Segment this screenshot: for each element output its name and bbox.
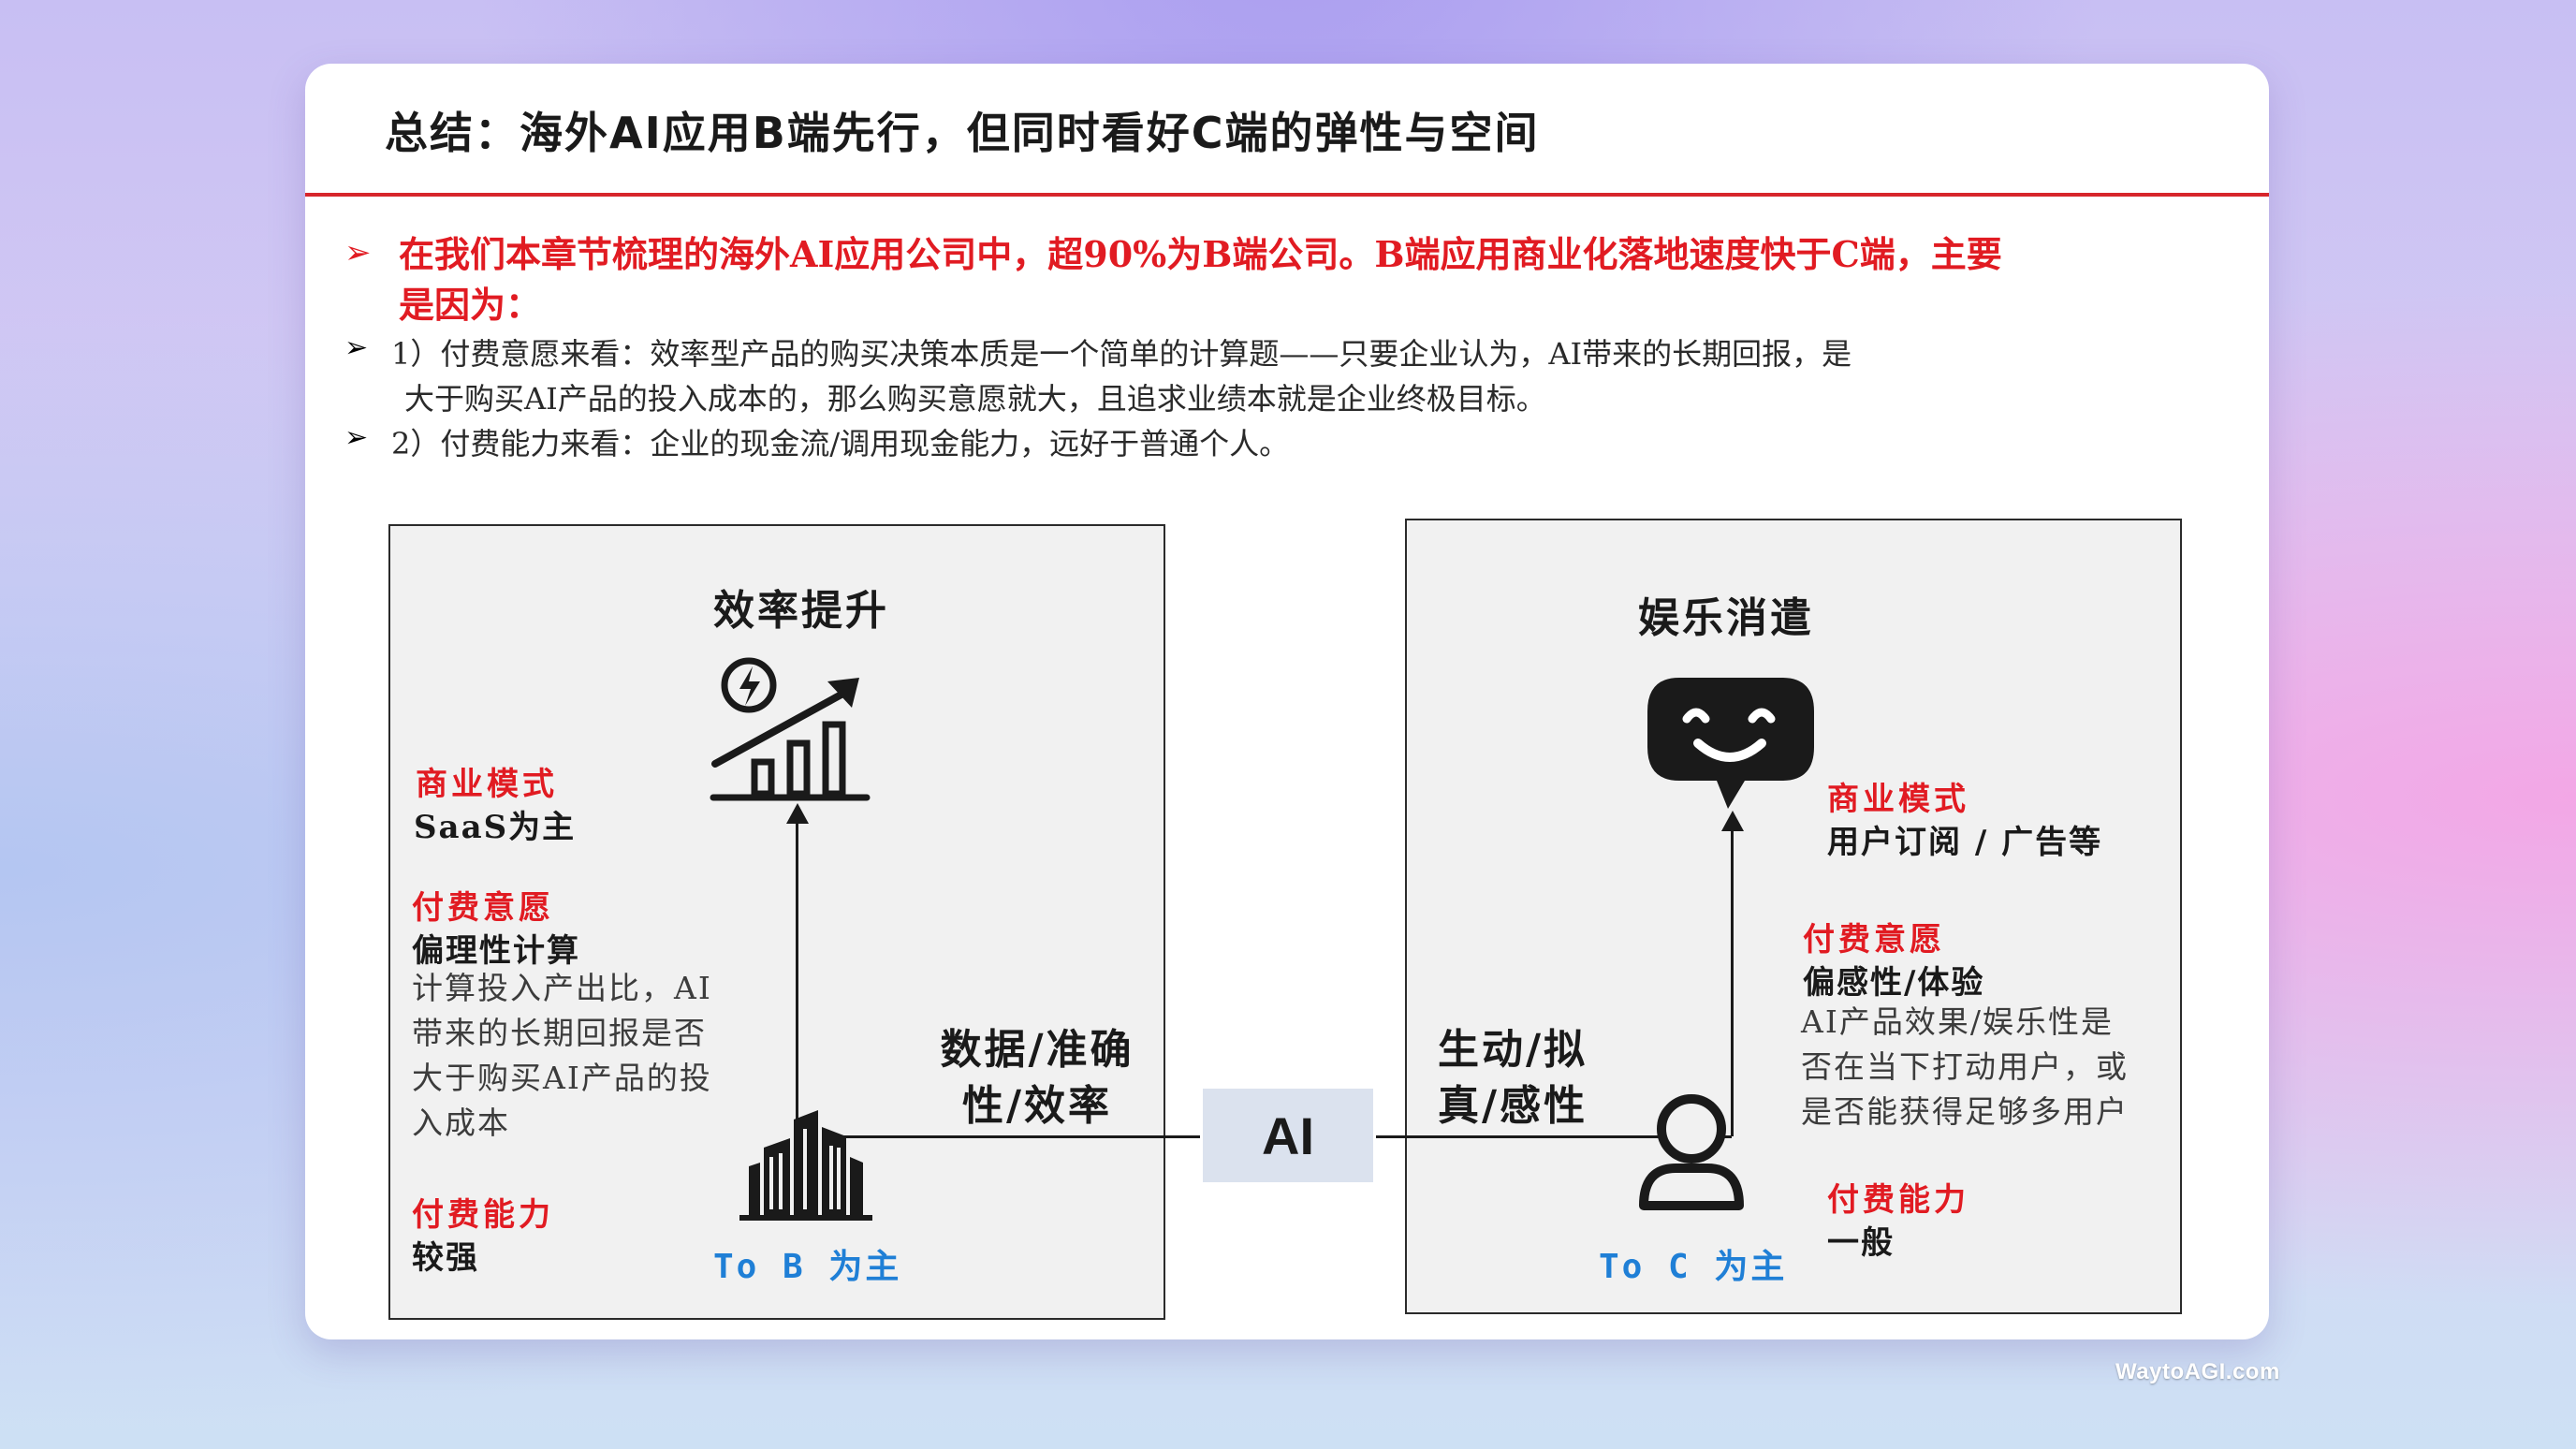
desc-line: 带来的长期回报是否 — [412, 1015, 707, 1051]
left-connector-label: 数据/准确 性/效率 — [915, 1022, 1159, 1134]
to-b-label: To B 为主 — [713, 1248, 902, 1286]
right-ability-label: 付费能力 — [1827, 1181, 1969, 1219]
left-business-model-label: 商业模式 — [416, 766, 558, 803]
watermark: WaytoAGI.com — [2115, 1359, 2280, 1384]
left-connector-line — [826, 1135, 1200, 1138]
to-c-panel — [1405, 519, 2182, 1314]
left-willingness-value: 偏理性计算 — [412, 932, 580, 970]
desc-line: AI产品效果/娱乐性是 — [1801, 1003, 2114, 1040]
right-willingness-label: 付费意愿 — [1803, 921, 1945, 959]
desc-line: 是否能获得足够多用户 — [1801, 1093, 2129, 1130]
user-icon — [1639, 1094, 1744, 1210]
slide-card: 总结：海外AI应用B端先行，但同时看好C端的弹性与空间 ➢ 在我们本章节梳理的海… — [305, 64, 2269, 1339]
desc-line: 入成本 — [412, 1105, 510, 1141]
left-willingness-desc: 计算投入产出比，AI 带来的长期回报是否 大于购买AI产品的投 入成本 — [412, 966, 712, 1146]
bullet-arrow-icon: ➢ — [344, 421, 369, 454]
left-business-model-value: SaaS为主 — [414, 809, 577, 846]
left-up-arrow — [796, 820, 798, 1194]
bullet-arrow-icon: ➢ — [344, 331, 369, 364]
point2-line-1: 2）付费能力来看：企业的现金流/调用现金能力，远好于普通个人。 — [391, 426, 1290, 461]
to-c-label: To C 为主 — [1599, 1248, 1788, 1286]
right-willingness-value: 偏感性/体验 — [1803, 964, 1985, 1002]
lead-line-1: 在我们本章节梳理的海外AI应用公司中，超90%为B端公司。B端应用商业化落地速度… — [399, 233, 2002, 275]
left-ability-label: 付费能力 — [412, 1196, 554, 1234]
right-up-arrow — [1731, 827, 1734, 1136]
connector-line-text: 真/感性 — [1438, 1082, 1588, 1130]
efficiency-label: 效率提升 — [713, 587, 889, 635]
connector-line-text: 数据/准确 — [940, 1026, 1134, 1074]
left-willingness-label: 付费意愿 — [412, 889, 554, 927]
smiley-chat-bubble-icon — [1647, 678, 1814, 809]
right-ability-value: 一般 — [1827, 1224, 1895, 1262]
connector-line-text: 生动/拟 — [1438, 1026, 1588, 1074]
left-ability-value: 较强 — [412, 1239, 479, 1277]
bullet-arrow-icon: ➢ — [344, 234, 372, 271]
arrowhead-icon — [1721, 811, 1744, 831]
point1-line-1: 1）付费意愿来看：效率型产品的购买决策本质是一个简单的计算题——只要企业认为，A… — [391, 336, 1852, 372]
point1-line-2: 大于购买AI产品的投入成本的，那么购买意愿就大，且追求业绩本就是企业终极目标。 — [404, 381, 1546, 417]
connector-line-text: 性/效率 — [961, 1082, 1113, 1130]
right-connector-label: 生动/拟 真/感性 — [1438, 1022, 1588, 1134]
ai-center-box: AI — [1203, 1089, 1373, 1182]
buildings-icon — [739, 1110, 872, 1221]
title-divider — [305, 193, 2269, 197]
desc-line: 计算投入产出比，AI — [412, 970, 712, 1006]
entertainment-label: 娱乐消遣 — [1638, 594, 1814, 642]
slide-title: 总结：海外AI应用B端先行，但同时看好C端的弹性与空间 — [385, 108, 1540, 158]
growth-chart-lightning-icon — [710, 657, 871, 801]
right-willingness-desc: AI产品效果/娱乐性是 否在当下打动用户，或 是否能获得足够多用户 — [1801, 1000, 2129, 1134]
right-connector-line — [1376, 1135, 1732, 1138]
desc-line: 否在当下打动用户，或 — [1801, 1048, 2129, 1085]
right-business-model-label: 商业模式 — [1827, 781, 1969, 818]
desc-line: 大于购买AI产品的投 — [412, 1060, 712, 1096]
lead-line-2: 是因为： — [399, 284, 542, 326]
arrowhead-icon — [786, 803, 809, 824]
right-business-model-value: 用户订阅 / 广告等 — [1827, 824, 2103, 861]
